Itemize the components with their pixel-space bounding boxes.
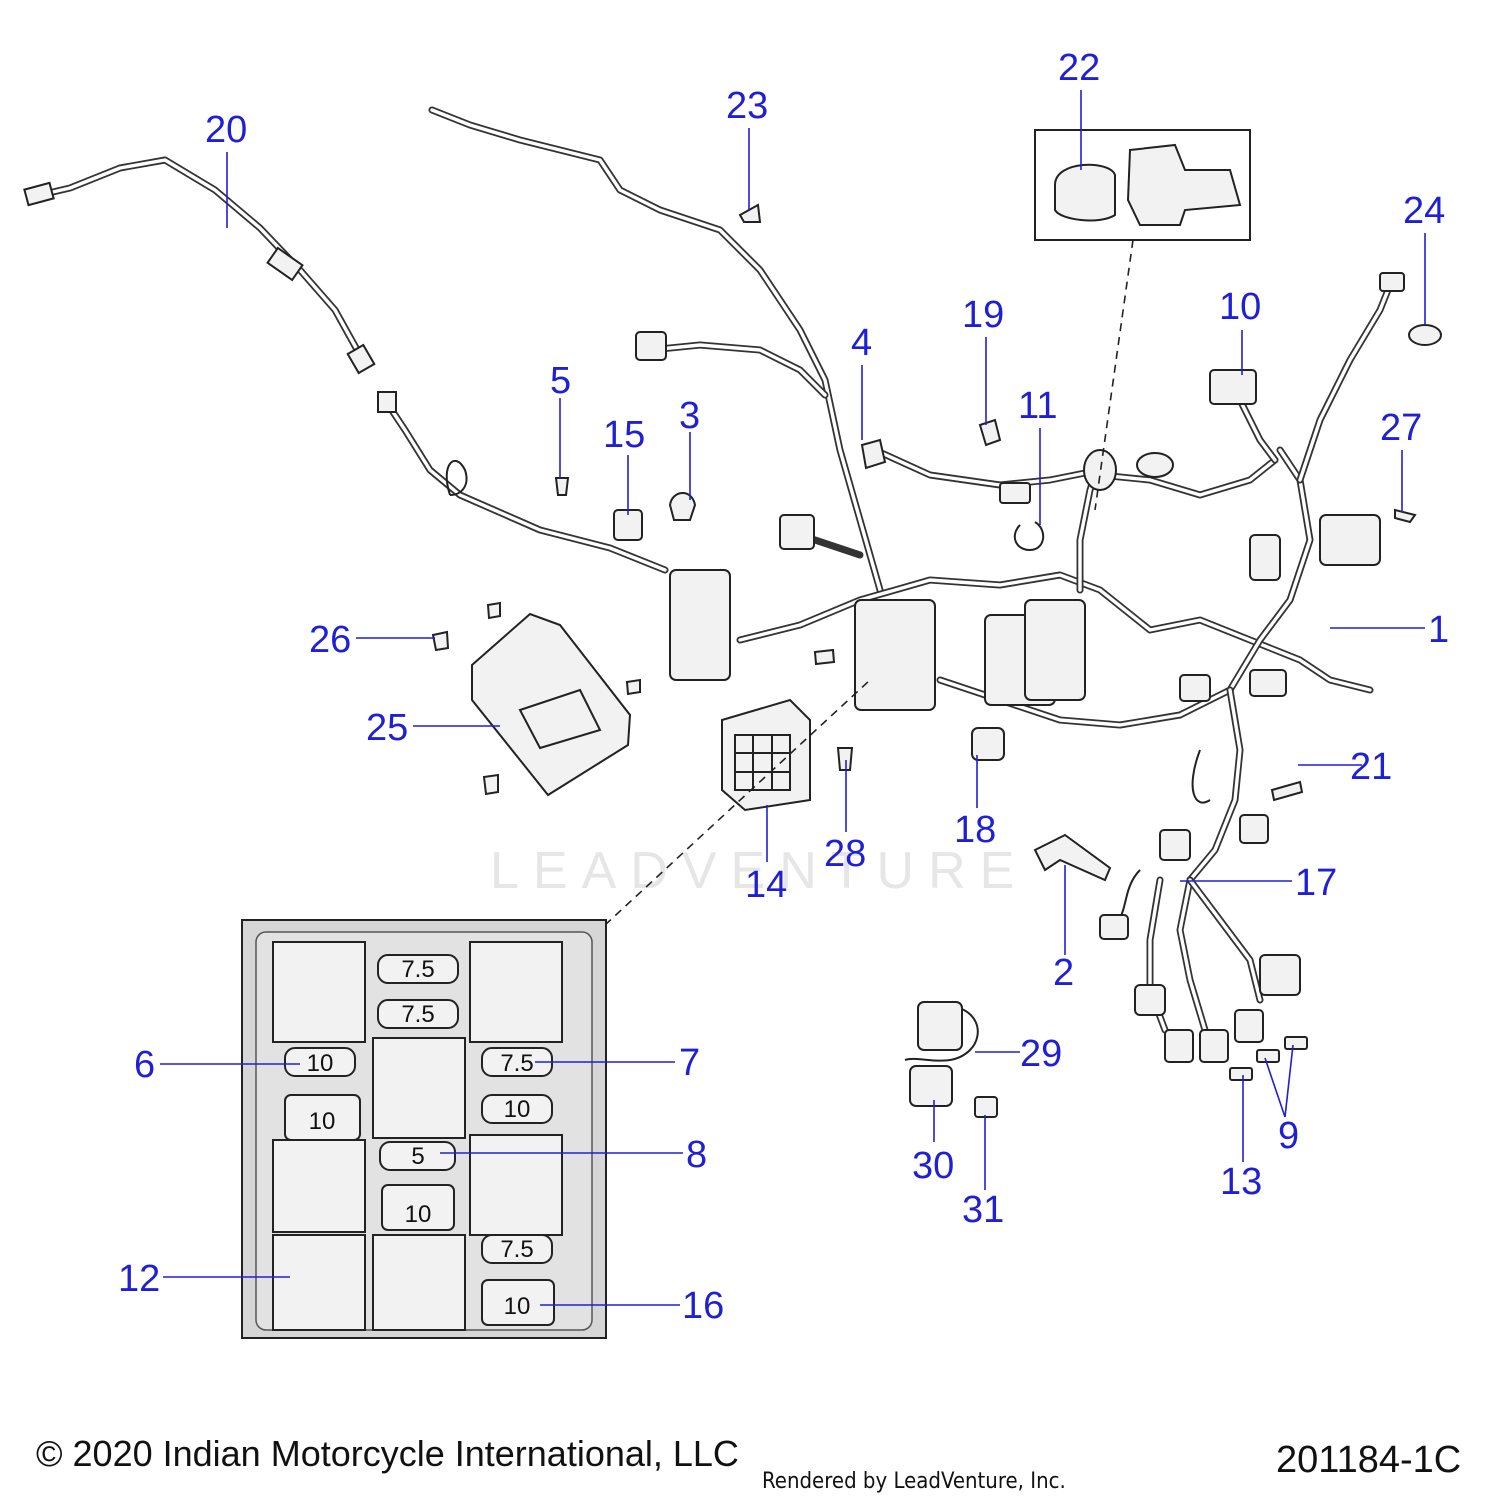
callout-26: 26: [309, 619, 351, 661]
callout-3: 3: [679, 395, 700, 437]
leader-lines: [160, 90, 1426, 1306]
callout-9: 9: [1278, 1115, 1299, 1157]
watermark: LEADVENTURE: [490, 842, 1028, 900]
callout-19: 19: [962, 294, 1004, 336]
callout-16: 16: [682, 1285, 724, 1327]
fuse-label: 7.5: [401, 1001, 434, 1028]
callout-6: 6: [134, 1044, 155, 1086]
callout-15: 15: [603, 414, 645, 456]
fuse-label: 7.5: [500, 1236, 533, 1263]
fuse-label: 10: [309, 1108, 336, 1135]
fuse-label: 10: [504, 1293, 531, 1320]
main-harness-1: [669, 272, 1405, 884]
callout-4: 4: [851, 322, 872, 364]
callout-30: 30: [912, 1145, 954, 1187]
callout-7: 7: [679, 1042, 700, 1084]
callout-27: 27: [1380, 407, 1422, 449]
fuse-label: 10: [405, 1201, 432, 1228]
callout-2: 2: [1053, 952, 1074, 994]
callout-21: 21: [1350, 746, 1392, 788]
fuse-labels: 7.5 7.5 10 7.5 10 10 5 10 7.5 10: [307, 956, 534, 1320]
callout-20: 20: [205, 109, 247, 151]
callout-22: 22: [1058, 47, 1100, 89]
callout-25: 25: [366, 707, 408, 749]
copyright-text: © 2020 Indian Motorcycle International, …: [36, 1433, 739, 1474]
callout-5: 5: [550, 360, 571, 402]
callout-17: 17: [1295, 862, 1337, 904]
callout-10: 10: [1219, 286, 1261, 328]
callout-1: 1: [1428, 609, 1449, 651]
callout-29: 29: [1020, 1033, 1062, 1075]
callout-11: 11: [1018, 385, 1057, 427]
callout-31: 31: [962, 1189, 1004, 1231]
rendered-by-text: Rendered by LeadVenture, Inc.: [762, 1469, 1066, 1494]
fuse-box-inset: [241, 679, 871, 1339]
harness-lead-upper: [428, 106, 884, 594]
callout-14: 14: [745, 864, 787, 906]
fuse-label: 10: [307, 1050, 334, 1077]
callout-numbers: 1 2 3 4 5 6 7 8 9 10 11 12 13 14 15 16 1…: [118, 47, 1449, 1327]
callout-28: 28: [824, 833, 866, 875]
callout-18: 18: [954, 809, 996, 851]
fuse-label: 7.5: [500, 1050, 533, 1077]
line-art: [23, 106, 1442, 1339]
callout-12: 12: [118, 1258, 160, 1300]
callout-23: 23: [726, 85, 768, 127]
fuse-label: 7.5: [401, 956, 434, 983]
harness-branch-17: [1099, 749, 1301, 1063]
part-number: 201184-1C: [1276, 1439, 1461, 1481]
harness-lead-20: [23, 156, 669, 574]
callout-8: 8: [686, 1134, 707, 1176]
fuse-label: 5: [411, 1143, 424, 1170]
callout-24: 24: [1403, 190, 1445, 232]
fuse-label: 10: [504, 1096, 531, 1123]
small-parts: [431, 324, 1442, 1118]
callout-13: 13: [1220, 1161, 1262, 1203]
inset-22: [1034, 129, 1251, 511]
